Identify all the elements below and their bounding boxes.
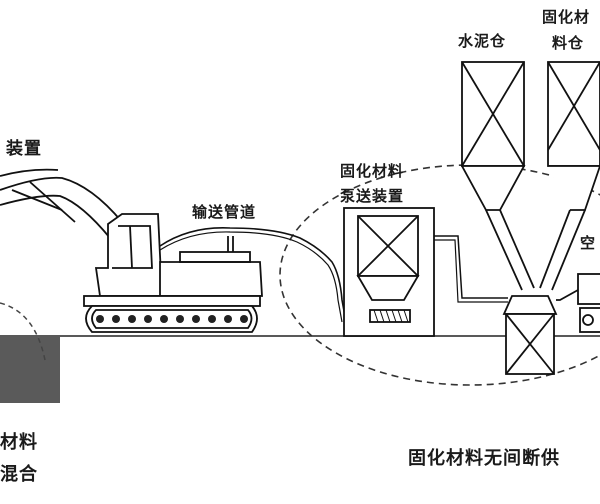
excavator: [0, 168, 263, 333]
material-silo: [539, 61, 600, 291]
excavator-body: [159, 261, 263, 297]
conveying-pipe: [159, 227, 347, 323]
label-material-silo-line2: 料仓: [552, 34, 585, 52]
mixer: [502, 295, 558, 375]
excavator-track: [85, 305, 258, 333]
label-cement-silo: 水泥仓: [458, 32, 507, 50]
label-mix-line2: 混合: [0, 464, 38, 485]
air-compressor: [556, 273, 600, 333]
pump-device: [343, 207, 435, 337]
label-pump-line1: 固化材料: [340, 162, 405, 180]
screw-conveyor: [373, 309, 409, 323]
label-device-top-left: 装置: [6, 139, 42, 159]
label-conveying-pipe: 输送管道: [192, 203, 257, 221]
label-pump-line2: 泵送装置: [340, 187, 405, 205]
label-air-partial: 空: [580, 234, 597, 252]
feed-pipe: [434, 235, 508, 299]
track-wheels: [96, 315, 248, 323]
label-bottom-caption: 固化材料无间断供: [408, 448, 560, 469]
mixed-soil-block: [0, 337, 60, 403]
label-mix-line1: 材料: [0, 432, 38, 453]
cement-silo: [460, 61, 535, 291]
excavator-boom: [0, 176, 123, 223]
label-material-silo-line1: 固化材: [542, 8, 591, 26]
